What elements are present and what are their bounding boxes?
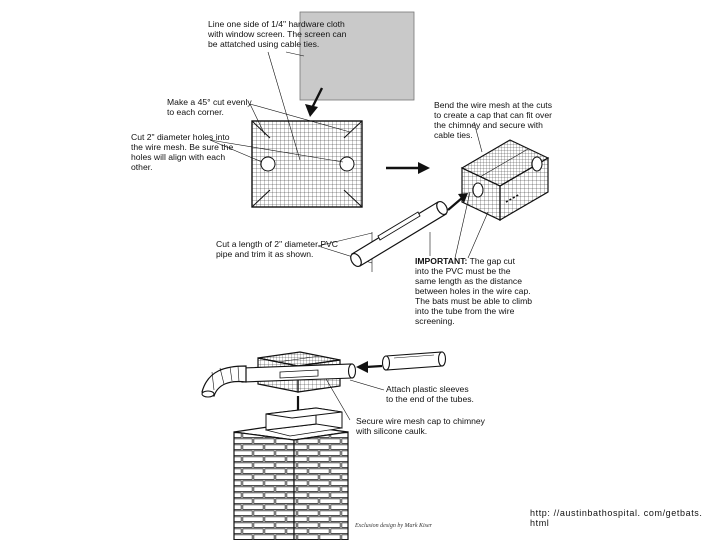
label-window-screen: Line one side of 1/4" hardware cloth wit… bbox=[208, 19, 347, 49]
label-45-cut: Make a 45° cut evenly to each corner. bbox=[167, 97, 252, 117]
diagonal-arrow-pipe-to-cap bbox=[447, 193, 468, 211]
flue-liner bbox=[265, 407, 343, 431]
assembly-flexible-elbow bbox=[201, 365, 247, 398]
label-cut-pvc: Cut a length of 2" diameter PVC pipe and… bbox=[216, 239, 338, 259]
mesh-hole-left bbox=[260, 156, 276, 172]
left-arrow-sleeve-to-tube bbox=[356, 361, 383, 373]
label-silicone-caulk: Secure wire mesh cap to chimney with sil… bbox=[356, 416, 485, 436]
label-cut-holes: Cut 2" diameter holes into the wire mesh… bbox=[131, 132, 234, 172]
window-screen-sheet bbox=[299, 11, 415, 101]
flat-wire-mesh bbox=[251, 120, 363, 208]
folded-wire-cap bbox=[460, 139, 550, 222]
important-title: IMPORTANT: bbox=[415, 256, 468, 266]
label-bend-mesh: Bend the wire mesh at the cuts to create… bbox=[434, 100, 552, 140]
pvc-pipe bbox=[350, 200, 448, 268]
source-url: http: //austinbathospital. com/getbats. … bbox=[530, 508, 703, 528]
design-credit: Exclusion design by Mark Kiser bbox=[355, 523, 432, 529]
label-important: IMPORTANT: The gap cut into the PVC must… bbox=[415, 256, 532, 326]
down-arrow-screen-to-mesh bbox=[305, 87, 324, 117]
plastic-sleeve bbox=[381, 351, 447, 371]
label-plastic-sleeves: Attach plastic sleeves to the end of the… bbox=[386, 384, 474, 404]
important-body: The gap cut into the PVC must be the sam… bbox=[415, 256, 533, 326]
right-arrow-mesh-to-cap bbox=[386, 162, 430, 174]
mesh-hole-right bbox=[339, 156, 355, 172]
brick-chimney bbox=[233, 423, 349, 540]
